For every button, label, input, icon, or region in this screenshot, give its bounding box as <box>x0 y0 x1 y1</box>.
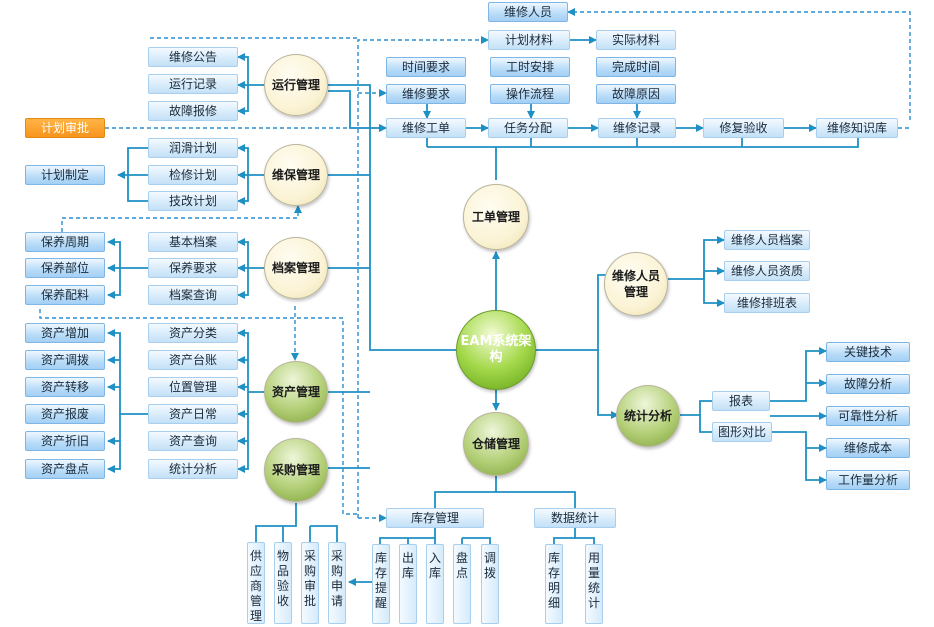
node-upkeep-part: 保养部位 <box>25 258 105 278</box>
center-node: EAM系统架构 <box>456 310 536 390</box>
node-repair-record: 维修记录 <box>598 118 676 138</box>
node-supplier-mgmt: 供应商管理 <box>247 542 265 624</box>
node-asset-depreciation: 资产折旧 <box>25 431 105 451</box>
hub-operation: 运行管理 <box>264 54 328 116</box>
node-fault-report: 故障报修 <box>148 101 238 121</box>
hub-warehouse-label: 仓储管理 <box>471 437 520 451</box>
node-asset-allocate: 资产调拨 <box>25 350 105 370</box>
node-reliability: 可靠性分析 <box>826 406 910 426</box>
node-workload: 工作量分析 <box>826 470 910 490</box>
node-overhaul-plan: 检修计划 <box>148 165 238 185</box>
node-purchase-approval: 采购审批 <box>301 542 319 624</box>
node-fault-reason: 故障原因 <box>596 84 676 104</box>
node-graph-compare: 图形对比 <box>712 422 772 442</box>
hub-workorder: 工单管理 <box>463 184 529 250</box>
node-work-order: 维修工单 <box>386 118 466 138</box>
node-inbound: 入库 <box>426 544 444 624</box>
hub-archive-label: 档案管理 <box>271 261 320 275</box>
node-asset-add: 资产增加 <box>25 323 105 343</box>
node-time-req: 时间要求 <box>386 57 466 77</box>
node-basic-archive: 基本档案 <box>148 232 238 252</box>
node-transfer: 调拨 <box>481 544 499 624</box>
node-maintenance-notice: 维修公告 <box>148 47 238 67</box>
hub-asset-label: 资产管理 <box>271 385 320 399</box>
hub-staff-label: 维修人员管理 <box>611 269 660 299</box>
node-staff-qualification: 维修人员资质 <box>724 261 810 281</box>
node-plan-material: 计划材料 <box>488 30 570 50</box>
hub-maintenance-label: 维保管理 <box>271 168 320 182</box>
node-upkeep-cycle: 保养周期 <box>25 232 105 252</box>
node-asset-category: 资产分类 <box>148 323 238 343</box>
node-upgrade-plan: 技改计划 <box>148 191 238 211</box>
node-fault-analysis: 故障分析 <box>826 374 910 394</box>
node-stock-alert: 库存提醒 <box>372 544 390 624</box>
node-staff-archive: 维修人员档案 <box>724 230 810 250</box>
node-plan-making: 计划制定 <box>25 165 105 185</box>
hub-archive: 档案管理 <box>264 237 328 299</box>
hub-purchase: 采购管理 <box>264 438 328 502</box>
hub-warehouse: 仓储管理 <box>463 412 529 476</box>
node-task-assign: 任务分配 <box>488 118 568 138</box>
node-data-stats: 数据统计 <box>534 508 616 528</box>
center-label: EAM系统架构 <box>460 334 532 365</box>
node-asset-transfer: 资产转移 <box>25 377 105 397</box>
node-run-record: 运行记录 <box>148 74 238 94</box>
node-staff-schedule: 维修排班表 <box>724 293 810 313</box>
node-repair-req: 维修要求 <box>386 84 466 104</box>
node-report: 报表 <box>712 391 770 411</box>
node-knowledge-base: 维修知识库 <box>816 118 898 138</box>
hub-maintenance: 维保管理 <box>264 144 328 206</box>
node-key-tech: 关键技术 <box>826 342 910 362</box>
node-hour-arrangement: 工时安排 <box>490 57 570 77</box>
node-stocktake: 盘点 <box>453 544 471 624</box>
node-repair-acceptance: 修复验收 <box>703 118 784 138</box>
node-asset-query: 资产查询 <box>148 431 238 451</box>
node-purchase-request: 采购申请 <box>328 542 346 624</box>
node-outbound: 出库 <box>399 544 417 624</box>
node-lubrication-plan: 润滑计划 <box>148 138 238 158</box>
hub-staff: 维修人员管理 <box>604 252 668 316</box>
node-asset-daily: 资产日常 <box>148 404 238 424</box>
hub-asset: 资产管理 <box>264 361 328 423</box>
node-stock-detail: 库存明细 <box>545 544 563 624</box>
hub-purchase-label: 采购管理 <box>271 463 320 477</box>
node-inventory-mgmt: 库存管理 <box>386 508 484 528</box>
hub-operation-label: 运行管理 <box>271 78 320 92</box>
node-asset-scrap: 资产报废 <box>25 404 105 424</box>
node-actual-material: 实际材料 <box>596 30 676 50</box>
hub-statistics-label: 统计分析 <box>623 409 672 423</box>
node-upkeep-req: 保养要求 <box>148 258 238 278</box>
node-asset-stats: 统计分析 <box>148 459 238 479</box>
node-location-mgmt: 位置管理 <box>148 377 238 397</box>
node-asset-ledger: 资产台账 <box>148 350 238 370</box>
node-upkeep-material: 保养配料 <box>25 285 105 305</box>
node-asset-inventory: 资产盘点 <box>25 459 105 479</box>
hub-statistics: 统计分析 <box>616 385 680 447</box>
node-finish-time: 完成时间 <box>596 57 676 77</box>
node-repair-staff: 维修人员 <box>488 2 568 22</box>
node-archive-query: 档案查询 <box>148 285 238 305</box>
node-operation-process: 操作流程 <box>490 84 570 104</box>
node-usage-stats: 用量统计 <box>585 544 603 624</box>
node-repair-cost: 维修成本 <box>826 438 910 458</box>
node-plan-approval: 计划审批 <box>25 118 105 138</box>
node-goods-acceptance: 物品验收 <box>274 542 292 624</box>
hub-workorder-label: 工单管理 <box>471 210 520 224</box>
